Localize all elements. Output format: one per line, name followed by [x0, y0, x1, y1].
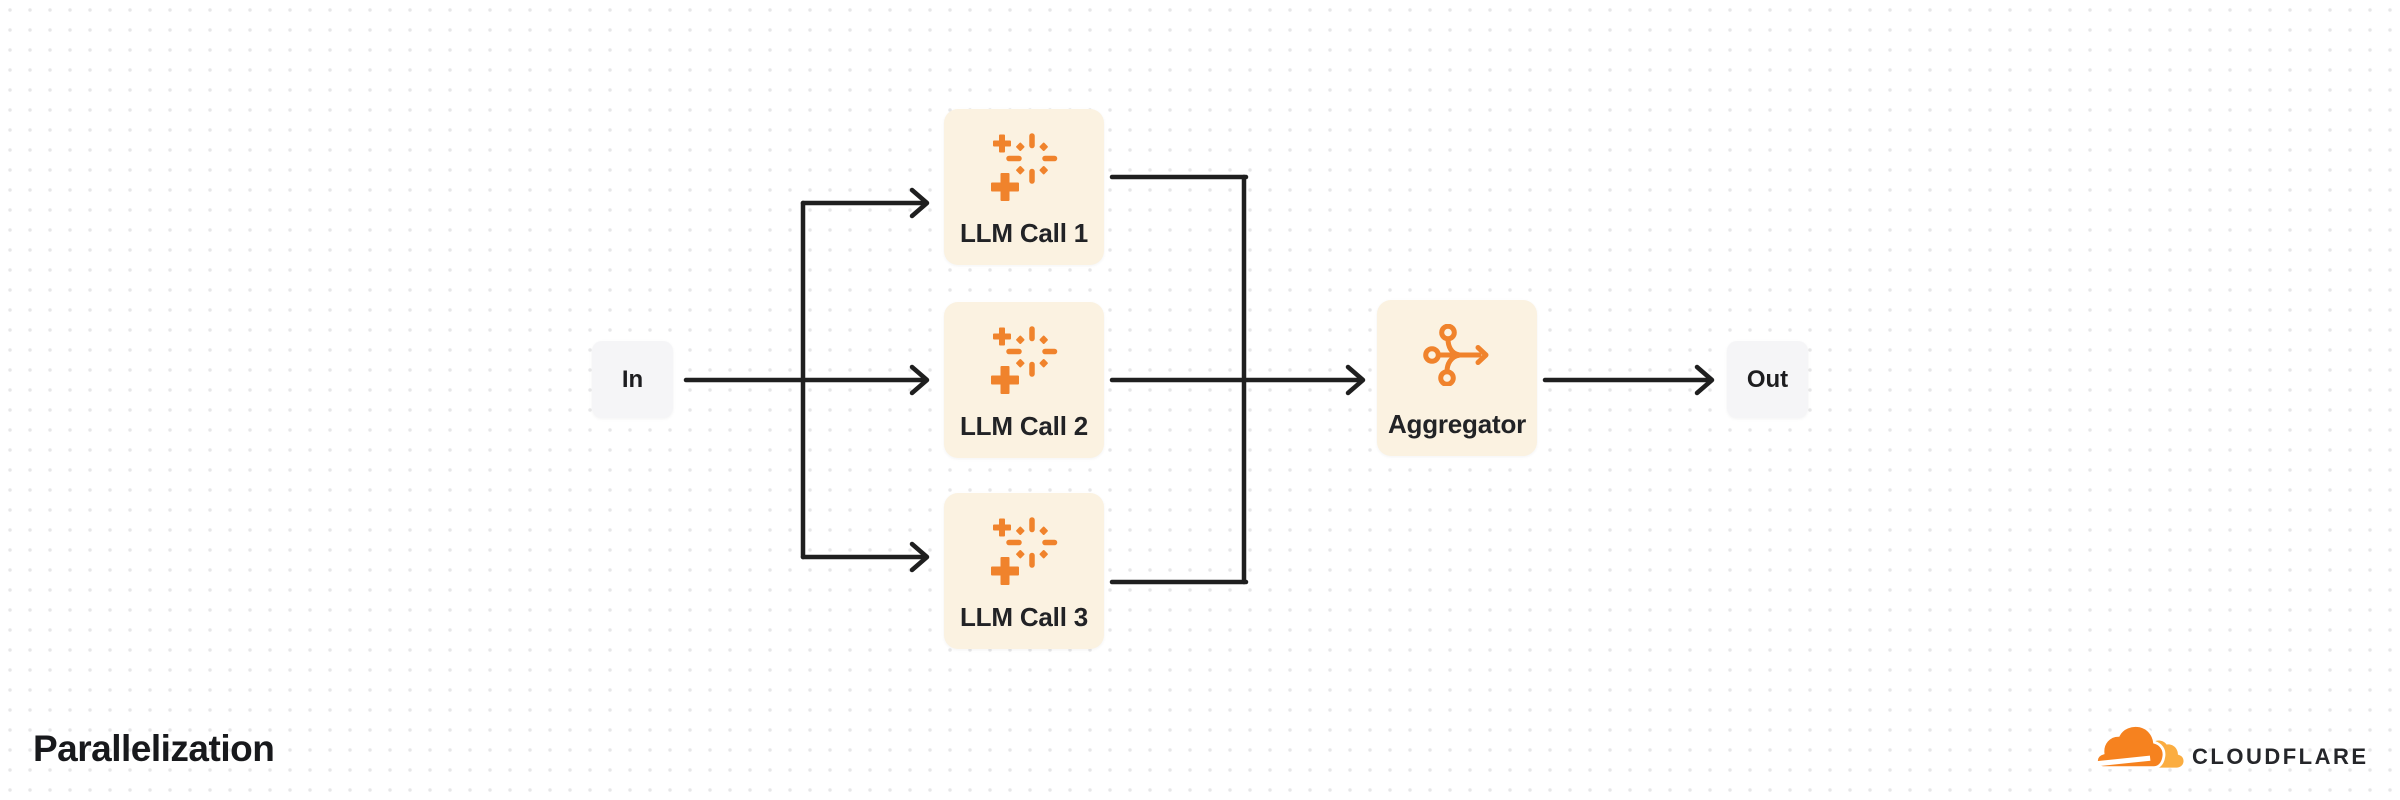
node-aggregator-label: Aggregator	[1387, 409, 1527, 439]
node-out: Out	[1727, 341, 1808, 418]
node-in: In	[592, 341, 673, 418]
node-llm-call-1-label: LLM Call 1	[959, 218, 1088, 248]
sparkle-icon	[990, 133, 1058, 208]
cloudflare-logo: CLOUDFLARE	[2095, 722, 2369, 777]
node-llm-call-2-label: LLM Call 2	[959, 411, 1088, 441]
node-llm-call-3-label: LLM Call 3	[959, 602, 1088, 632]
node-aggregator: Aggregator	[1377, 300, 1537, 456]
cloudflare-cloud-icon	[2095, 722, 2184, 777]
node-llm-call-2: LLM Call 2	[944, 302, 1104, 458]
sparkle-icon	[990, 517, 1058, 592]
arrowhead-llm1	[909, 187, 930, 219]
arrowhead-llm3	[909, 541, 930, 573]
sparkle-icon	[990, 326, 1058, 401]
arrowhead-aggregator	[1345, 364, 1366, 396]
node-llm-call-1: LLM Call 1	[944, 109, 1104, 265]
diagram-title: Parallelization	[33, 728, 275, 769]
cloudflare-wordmark: CLOUDFLARE	[2192, 744, 2369, 769]
arrowhead-out	[1694, 364, 1715, 396]
node-llm-call-3: LLM Call 3	[944, 493, 1104, 649]
arrowhead-llm2	[909, 364, 930, 396]
aggregate-icon	[1423, 323, 1491, 391]
node-in-label: In	[621, 365, 644, 393]
node-out-label: Out	[1746, 365, 1789, 393]
